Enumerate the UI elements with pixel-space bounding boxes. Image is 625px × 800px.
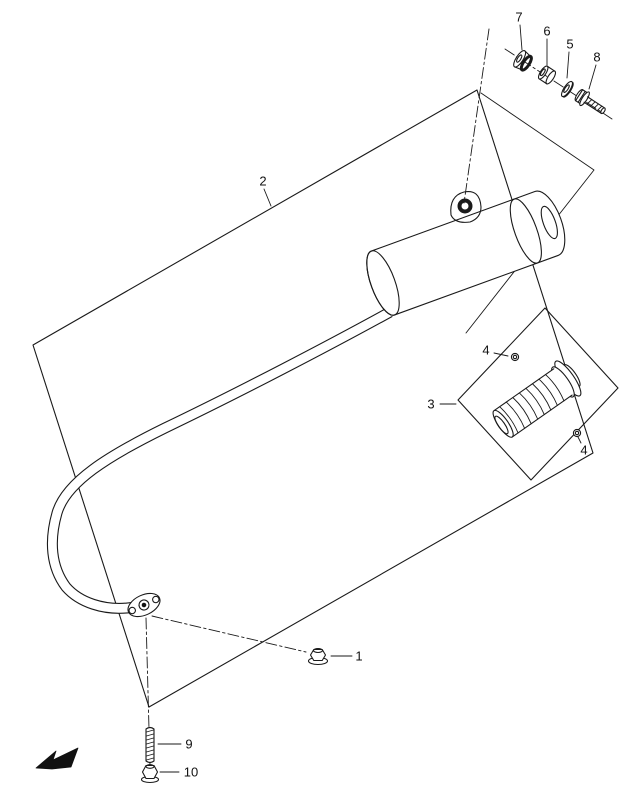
bracket-outline [450, 191, 482, 223]
stud-bolt-part-9 [145, 726, 155, 764]
screw-washer [510, 352, 520, 362]
nut-top-face [312, 647, 324, 654]
cap-face [513, 50, 527, 68]
muffler-front-cap [366, 250, 400, 316]
direction-arrow-icon [35, 747, 79, 770]
callout-label-3: 3 [427, 397, 434, 412]
bolt-tip [600, 107, 606, 115]
callout-label-4-top: 4 [482, 343, 489, 358]
drawing-root: 7 6 5 8 2 4 3 4 1 9 10 [32, 10, 619, 784]
muffler-mount-bracket [450, 191, 482, 223]
joint-connector [492, 360, 582, 438]
spacer-part-6 [537, 65, 557, 85]
stud-threads [146, 729, 154, 761]
flange-port-center [141, 602, 147, 608]
washer-part-5 [560, 80, 574, 98]
flange-bolt-hole-left [128, 606, 136, 615]
joint-inlet-opening [494, 415, 509, 435]
exhaust-pipe [46, 307, 393, 614]
muffler-seam-ring [509, 198, 542, 264]
callout-label-2: 2 [259, 174, 266, 189]
joint-screw-top-part-4 [510, 352, 520, 362]
screw-head [512, 354, 518, 360]
flange-nut-centerline [151, 615, 307, 653]
nut-hex-body [309, 648, 327, 662]
pointer-lines [465, 92, 595, 334]
spacer-hole [539, 68, 546, 77]
callout-label-10: 10 [184, 765, 198, 780]
callout-label-6: 6 [543, 24, 550, 39]
screw-head [574, 430, 580, 436]
callout-label-7: 7 [515, 10, 522, 25]
joint-ribs [499, 374, 565, 434]
callout-label-8: 8 [593, 50, 600, 65]
bolt-threads [586, 99, 603, 112]
cap-part-7 [513, 50, 533, 72]
bolt-part-8 [574, 89, 606, 115]
callout-labels: 7 6 5 8 2 4 3 4 1 9 10 [184, 10, 601, 780]
bracket-rubber-bushing [457, 198, 473, 214]
flange-nut-top [145, 764, 155, 769]
bracket-axis-centerline [463, 28, 490, 204]
main-assembly-outline [32, 89, 594, 708]
exhaust-pipe-bore [48, 308, 393, 613]
pipe-flange [127, 592, 161, 618]
bolt-washer-flange [579, 91, 590, 107]
callout-leader-lines [157, 24, 597, 773]
washer-hole [563, 84, 570, 94]
muffler-assembly [366, 190, 566, 316]
muffler-end-ring [540, 205, 558, 240]
callout-label-4-bottom: 4 [580, 443, 587, 458]
joint-body-fill [493, 368, 573, 437]
flange-port [138, 599, 150, 611]
washer-thickness [563, 82, 574, 98]
callout-label-1: 1 [355, 649, 362, 664]
callout-label-5: 5 [566, 37, 573, 52]
stud-body [145, 726, 155, 764]
flange-nut-hex [141, 764, 159, 780]
joint-body-walls [493, 368, 573, 438]
callout-label-9: 9 [185, 737, 192, 752]
flange-bolt-hole-right [152, 595, 160, 604]
flange-nut-part-10 [140, 764, 160, 784]
joint-assembly-outline [457, 307, 619, 481]
joint-screw-bottom-part-4 [572, 428, 582, 438]
screw-washer [572, 428, 582, 438]
cap-hole [516, 54, 523, 63]
mount-nut-part-1 [307, 647, 329, 666]
